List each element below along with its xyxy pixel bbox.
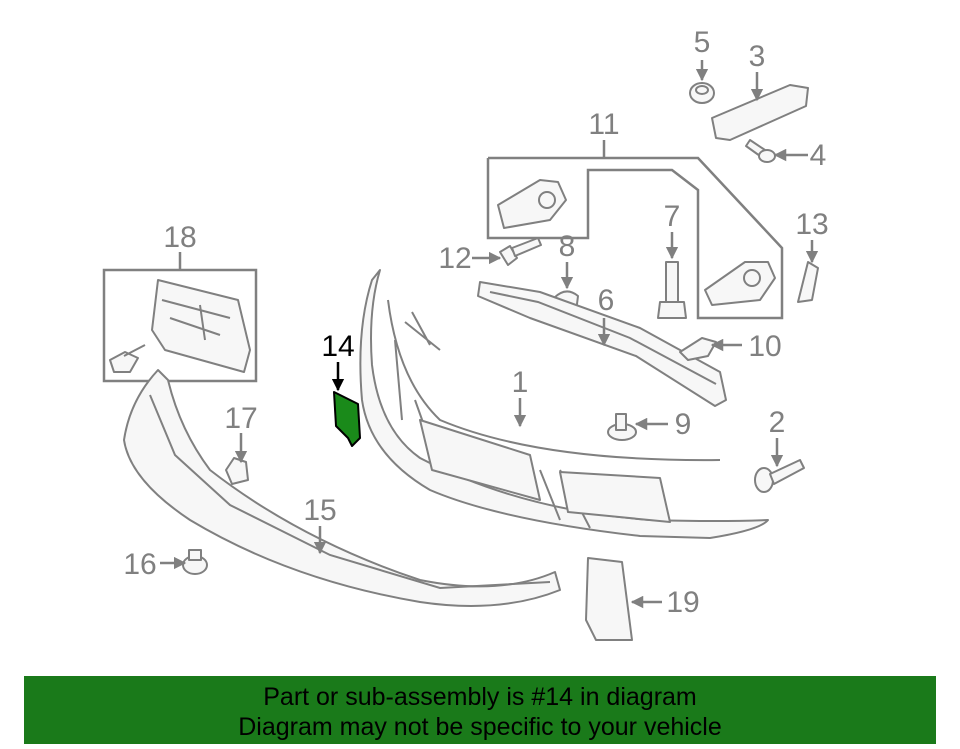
part-11-guide-brackets xyxy=(486,140,784,320)
callout-5: 5 xyxy=(694,26,711,59)
callout-9: 9 xyxy=(675,408,692,441)
part-3-side-bracket xyxy=(711,84,809,141)
callout-7: 7 xyxy=(664,200,681,233)
part-19-mud-flap xyxy=(585,557,633,641)
callout-12: 12 xyxy=(438,242,471,275)
banner-line-part: Part or sub-assembly is #14 in diagram xyxy=(263,683,697,711)
callout-2: 2 xyxy=(769,406,786,439)
parts-diagram: 1 2 3 4 5 6 7 8 9 10 11 12 13 14 15 16 1… xyxy=(102,26,829,641)
part-2-bolt xyxy=(754,459,805,493)
callout-17: 17 xyxy=(224,402,257,435)
part-1-bumper-cover xyxy=(359,269,769,539)
part-notice-banner: Part or sub-assembly is #14 in diagram D… xyxy=(24,676,936,744)
callout-4: 4 xyxy=(810,139,827,172)
part-17-clip xyxy=(225,457,249,485)
callout-1: 1 xyxy=(512,366,529,399)
callout-6: 6 xyxy=(598,284,615,317)
part-5-nut xyxy=(689,82,715,104)
callout-19: 19 xyxy=(666,586,699,619)
leader-lines xyxy=(160,60,819,609)
callout-8: 8 xyxy=(559,230,576,263)
callout-11: 11 xyxy=(588,108,619,141)
part-13-bracket xyxy=(797,261,819,303)
callout-16: 16 xyxy=(123,548,156,581)
part-7-bolt xyxy=(657,261,687,319)
banner-line-disclaimer: Diagram may not be specific to your vehi… xyxy=(238,713,722,741)
part-4-screw xyxy=(745,139,776,163)
callout-10: 10 xyxy=(748,330,781,363)
callout-3: 3 xyxy=(749,40,766,73)
part-16-nut xyxy=(182,549,208,575)
part-12-bolt xyxy=(499,237,542,266)
part-6-impact-bar xyxy=(477,281,727,407)
part-18-license-plate-bracket xyxy=(102,252,258,383)
callout-15: 15 xyxy=(303,494,336,527)
callout-18: 18 xyxy=(163,221,196,254)
part-10-clip xyxy=(679,337,717,361)
callout-13: 13 xyxy=(795,208,828,241)
part-15-lower-spoiler xyxy=(123,369,561,607)
part-9-push-pin xyxy=(607,413,637,441)
part-14-bracket-highlighted xyxy=(333,391,361,447)
callout-14-highlighted: 14 xyxy=(321,330,354,363)
